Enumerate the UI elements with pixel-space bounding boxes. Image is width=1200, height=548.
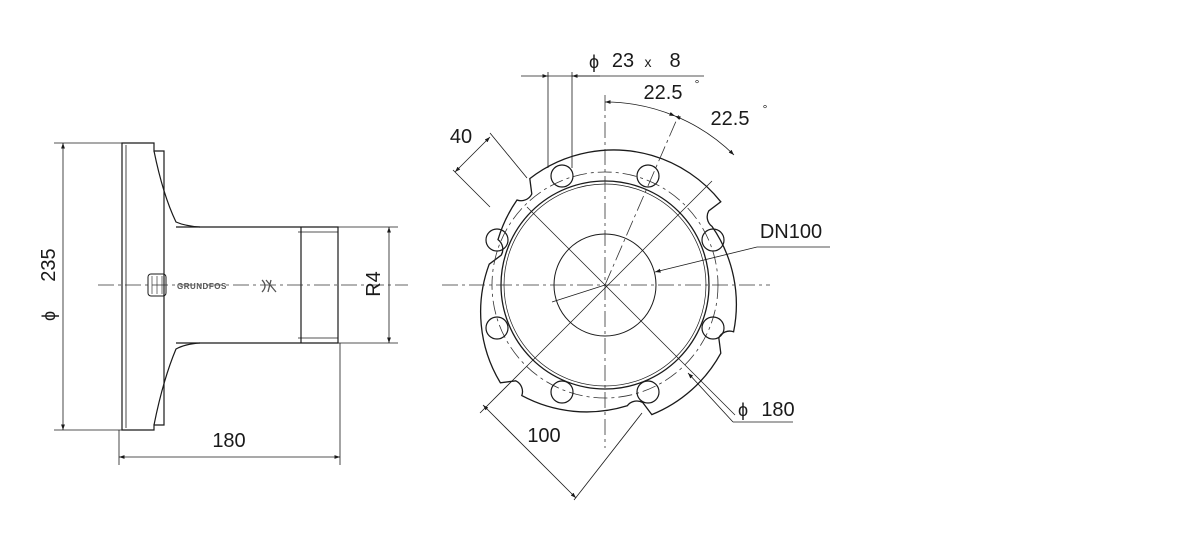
side-flange-outline <box>121 142 165 431</box>
dim-thread <box>338 226 398 344</box>
dim-bolt-hole <box>521 72 704 168</box>
dim-nominal <box>654 246 830 273</box>
dim-angle-2-degree: ° <box>763 102 768 116</box>
side-neck-bottom <box>153 342 201 426</box>
dim-slot-distance <box>479 364 643 501</box>
dim-length <box>118 343 341 465</box>
bolt-hole <box>701 228 725 252</box>
dim-slot-width <box>452 132 528 208</box>
dim-bolt-circle-label: 180 <box>761 399 794 421</box>
dim-bolt-hole-symbol: ϕ <box>589 52 599 72</box>
bolt-hole <box>485 316 509 340</box>
dim-bolt-circle <box>687 372 793 423</box>
front-centerlines <box>442 95 770 448</box>
front-bolt-holes <box>485 164 725 404</box>
bolt-hole <box>485 228 509 252</box>
dim-thread-label: R4 <box>363 271 385 297</box>
grundfos-logo-icon <box>261 279 277 293</box>
bolt-hole <box>636 164 660 188</box>
dim-flange-diameter-label: 235 <box>38 248 60 281</box>
side-view <box>121 142 339 431</box>
dim-angles <box>604 100 735 156</box>
dim-angle-1-degree: ° <box>695 77 700 91</box>
front-flange-outline <box>479 149 738 416</box>
bolt-hole <box>550 164 574 188</box>
dim-bolt-circle-symbol: ϕ <box>738 400 748 420</box>
grundfos-logo-text: GRUNDFOS <box>177 282 227 291</box>
bolt-hole <box>636 380 660 404</box>
dim-bolt-hole-count: 8 <box>669 50 680 72</box>
front-diagonals <box>526 180 736 416</box>
dim-nominal-label: DN100 <box>760 221 822 243</box>
dim-bolt-hole-label: 23 <box>612 50 634 72</box>
dim-slot-distance-label: 100 <box>527 425 560 447</box>
bolt-hole <box>550 380 574 404</box>
dim-length-label: 180 <box>212 430 245 452</box>
bolt-hole <box>701 316 725 340</box>
dim-angle-2-label: 22.5 <box>711 108 750 130</box>
dim-flange-diameter <box>54 142 122 431</box>
dim-flange-diameter-symbol: ϕ <box>39 311 59 321</box>
side-neck-top <box>153 150 201 228</box>
dim-angle-1-label: 22.5 <box>644 82 683 104</box>
dim-slot-width-label: 40 <box>450 126 472 148</box>
dim-bolt-hole-times: x <box>645 54 652 70</box>
